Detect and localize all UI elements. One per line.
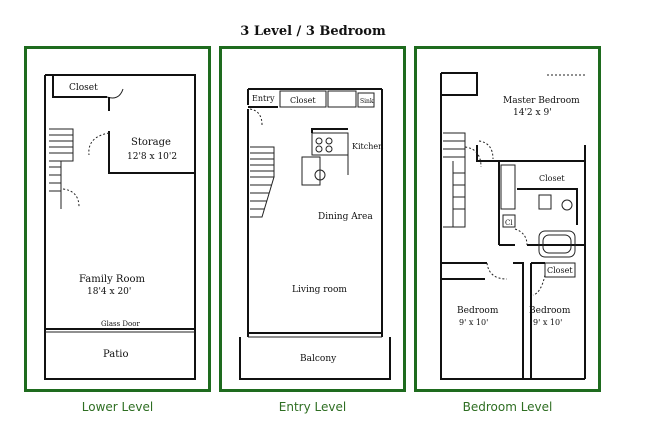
closet-b-box (544, 262, 576, 278)
bedroom-2-dimensions: 9' x 10' (533, 318, 562, 327)
storage-door-swing (88, 132, 110, 156)
living-room-label: Living room (292, 285, 347, 295)
entry-level-caption: Entry Level (278, 400, 347, 414)
balcony-walls (239, 337, 391, 380)
lower-closet-label: Closet (69, 83, 98, 93)
dining-area-label: Dining Area (318, 212, 373, 222)
entry-stairs (250, 146, 275, 218)
bedroom-level-plan: Master Bedroom 14'2 x 9' Closet Cl Close… (440, 72, 586, 380)
master-bedroom-label: Master Bedroom (503, 96, 580, 106)
kitchen-label: Kitchen (352, 142, 383, 151)
sink-label: Sink (360, 98, 374, 105)
bedroom-stairs (443, 132, 482, 228)
master-bedroom-wall (476, 145, 585, 162)
glass-door-label: Glass Door (101, 320, 140, 328)
bathtub (538, 230, 576, 258)
lower-level-panel: Closet Storage 12'8 x 10'2 Family Room 1… (24, 46, 211, 392)
counter (327, 90, 357, 108)
page-title: 3 Level / 3 Bedroom (240, 24, 386, 39)
bedroom-outer-walls (440, 72, 585, 380)
lower-level-caption: Lower Level (81, 400, 154, 414)
kitchen-fixtures (301, 128, 349, 186)
sink-box (357, 92, 375, 108)
storage-dimensions: 12'8 x 10'2 (127, 152, 177, 162)
lower-closet-walls (52, 75, 107, 98)
cl-box (502, 214, 516, 228)
cl-label: Cl (505, 219, 513, 227)
bedroom-2-label: Bedroom (529, 306, 571, 316)
family-room-label: Family Room (79, 274, 145, 285)
balcony-label: Balcony (300, 354, 337, 364)
sink-fixture (538, 194, 552, 210)
entry-closet-label: Closet (290, 96, 316, 105)
bedroom-level-caption: Bedroom Level (462, 400, 553, 414)
bedroom-level-panel: Master Bedroom 14'2 x 9' Closet Cl Close… (414, 46, 601, 392)
entry-outer-walls (247, 88, 383, 337)
master-bedroom-dimensions: 14'2 x 9' (513, 108, 552, 118)
bedroom-1-dimensions: 9' x 10' (459, 318, 488, 327)
bedroom-closet-label: Closet (547, 266, 573, 275)
entry-closet-box (279, 90, 327, 108)
entry-label: Entry (252, 94, 275, 103)
linen-closet (500, 164, 516, 210)
lower-level-plan: Closet Storage 12'8 x 10'2 Family Room 1… (44, 74, 196, 380)
entry-level-plan: Entry Closet Sink Kitchen Dining Area Li… (239, 88, 391, 380)
family-room-dimensions: 18'4 x 20' (87, 287, 131, 297)
lower-outer-walls (44, 74, 196, 337)
storage-label: Storage (131, 137, 171, 148)
lower-patio-walls (44, 337, 196, 380)
entry-level-panel: Entry Closet Sink Kitchen Dining Area Li… (219, 46, 406, 392)
lower-stairs (49, 128, 80, 209)
bedroom-divider (441, 262, 524, 379)
bath-closet-label: Closet (539, 174, 565, 183)
patio-label: Patio (103, 349, 128, 360)
closet-door-swing (106, 88, 124, 99)
stair-door-swing (62, 188, 80, 208)
bedroom-1-label: Bedroom (457, 306, 499, 316)
storage-walls (108, 131, 195, 174)
entry-door-swing (249, 108, 263, 126)
toilet-fixture (561, 199, 573, 211)
